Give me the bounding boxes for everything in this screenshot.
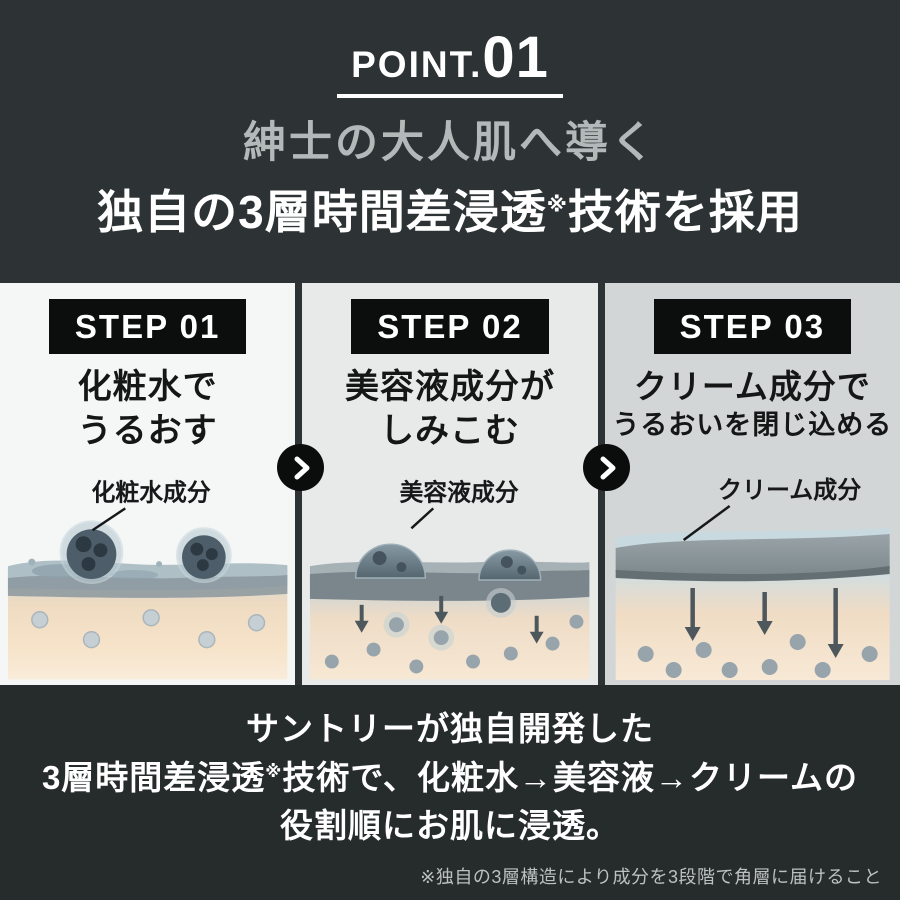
step-03-badge: STEP 03 [653, 299, 852, 354]
heading-note-mark: ※ [546, 193, 568, 217]
label-pointer-line [91, 507, 126, 532]
point-title-label: POINT. [351, 44, 483, 85]
step-01-component-label: 化粧水成分 [91, 478, 210, 506]
chevron-right-icon [600, 456, 615, 479]
heading-tail: 技術を採用 [567, 186, 803, 238]
footer-section: サントリーが独自開発した 3層時間差浸透※技術で、化粧水→美容液→クリームの 役… [0, 685, 900, 900]
point-title: POINT.01 [337, 24, 563, 98]
step-03-title-line1: クリーム成分で [633, 368, 871, 405]
next-step-arrow-1 [277, 444, 324, 491]
step-03-component-label: クリーム成分 [718, 477, 861, 504]
step-02-title-line1: 美容液成分が [344, 368, 555, 406]
footer-line3: 役割順にお肌に浸透。 [280, 807, 620, 844]
step-02-title: 美容液成分が しみこむ [302, 366, 597, 453]
step-02-component-label: 美容液成分 [400, 478, 519, 506]
steps-row: STEP 01 化粧水で うるおす [0, 283, 900, 685]
serum-domes [355, 543, 542, 618]
footnote: ※独自の3層構造により成分を3段階で角層に届けること [420, 867, 882, 887]
skin-lotion-diagram: 化粧水成分 [7, 478, 288, 680]
step-02-panel: STEP 02 美容液成分が しみこむ [302, 283, 598, 685]
step-01-title-line2: うるおす [77, 411, 218, 450]
moisture-dots [325, 611, 584, 674]
point-title-number: 01 [482, 25, 549, 90]
step-02-illustration: 美容液成分 [302, 470, 597, 685]
step-01-panel: STEP 01 化粧水で うるおす [0, 283, 296, 685]
step-02-badge: STEP 02 [351, 299, 549, 354]
label-pointer-line [410, 507, 435, 530]
header-heading: 独自の3層時間差浸透※技術を採用 [0, 176, 900, 242]
footer-note-mark: ※ [265, 762, 283, 781]
skin-cream-diagram: クリーム成分 [615, 477, 890, 680]
footer-line1: サントリーが独自開発した [246, 710, 654, 747]
heading-main: 独自の3層時間差浸透 [97, 186, 547, 238]
moisture-dots [637, 634, 878, 678]
penetration-arrows [684, 588, 844, 658]
footer-line2: 3層時間差浸透※技術で、化粧水→美容液→クリームの [0, 754, 900, 803]
skin-serum-diagram: 美容液成分 [310, 478, 590, 680]
step-01-badge: STEP 01 [48, 299, 247, 354]
label-pointer-line [682, 504, 731, 542]
step-01-title: 化粧水で うるおす [0, 366, 295, 453]
next-step-arrow-2 [583, 444, 630, 491]
step-03-panel: STEP 03 クリーム成分で うるおいを閉じ込める [604, 283, 900, 685]
header-section: POINT.01 紳士の大人肌へ導く 独自の3層時間差浸透※技術を採用 [0, 0, 900, 283]
header-subtitle: 紳士の大人肌へ導く [243, 119, 657, 167]
footer-line2-b: 技術で、化粧水→美容液→クリームの [282, 758, 859, 796]
skin-block [310, 561, 590, 680]
step-03-illustration: クリーム成分 [605, 470, 900, 685]
chevron-right-icon [294, 456, 309, 479]
step-01-illustration: 化粧水成分 [0, 470, 295, 685]
footer-description: サントリーが独自開発した 3層時間差浸透※技術で、化粧水→美容液→クリームの 役… [0, 685, 900, 851]
cream-layer [615, 534, 890, 582]
lotion-droplets [59, 520, 232, 584]
step-03-title-line2: うるおいを閉じ込める [612, 410, 893, 441]
step-01-title-line1: 化粧水で [77, 368, 218, 406]
step-02-title-line2: しみこむ [379, 411, 520, 450]
penetration-arrows [355, 595, 544, 644]
step-03-title: クリーム成分で うるおいを閉じ込める [605, 366, 900, 443]
footer-line2-a: 3層時間差浸透 [41, 758, 266, 796]
moisture-dots [31, 609, 266, 649]
